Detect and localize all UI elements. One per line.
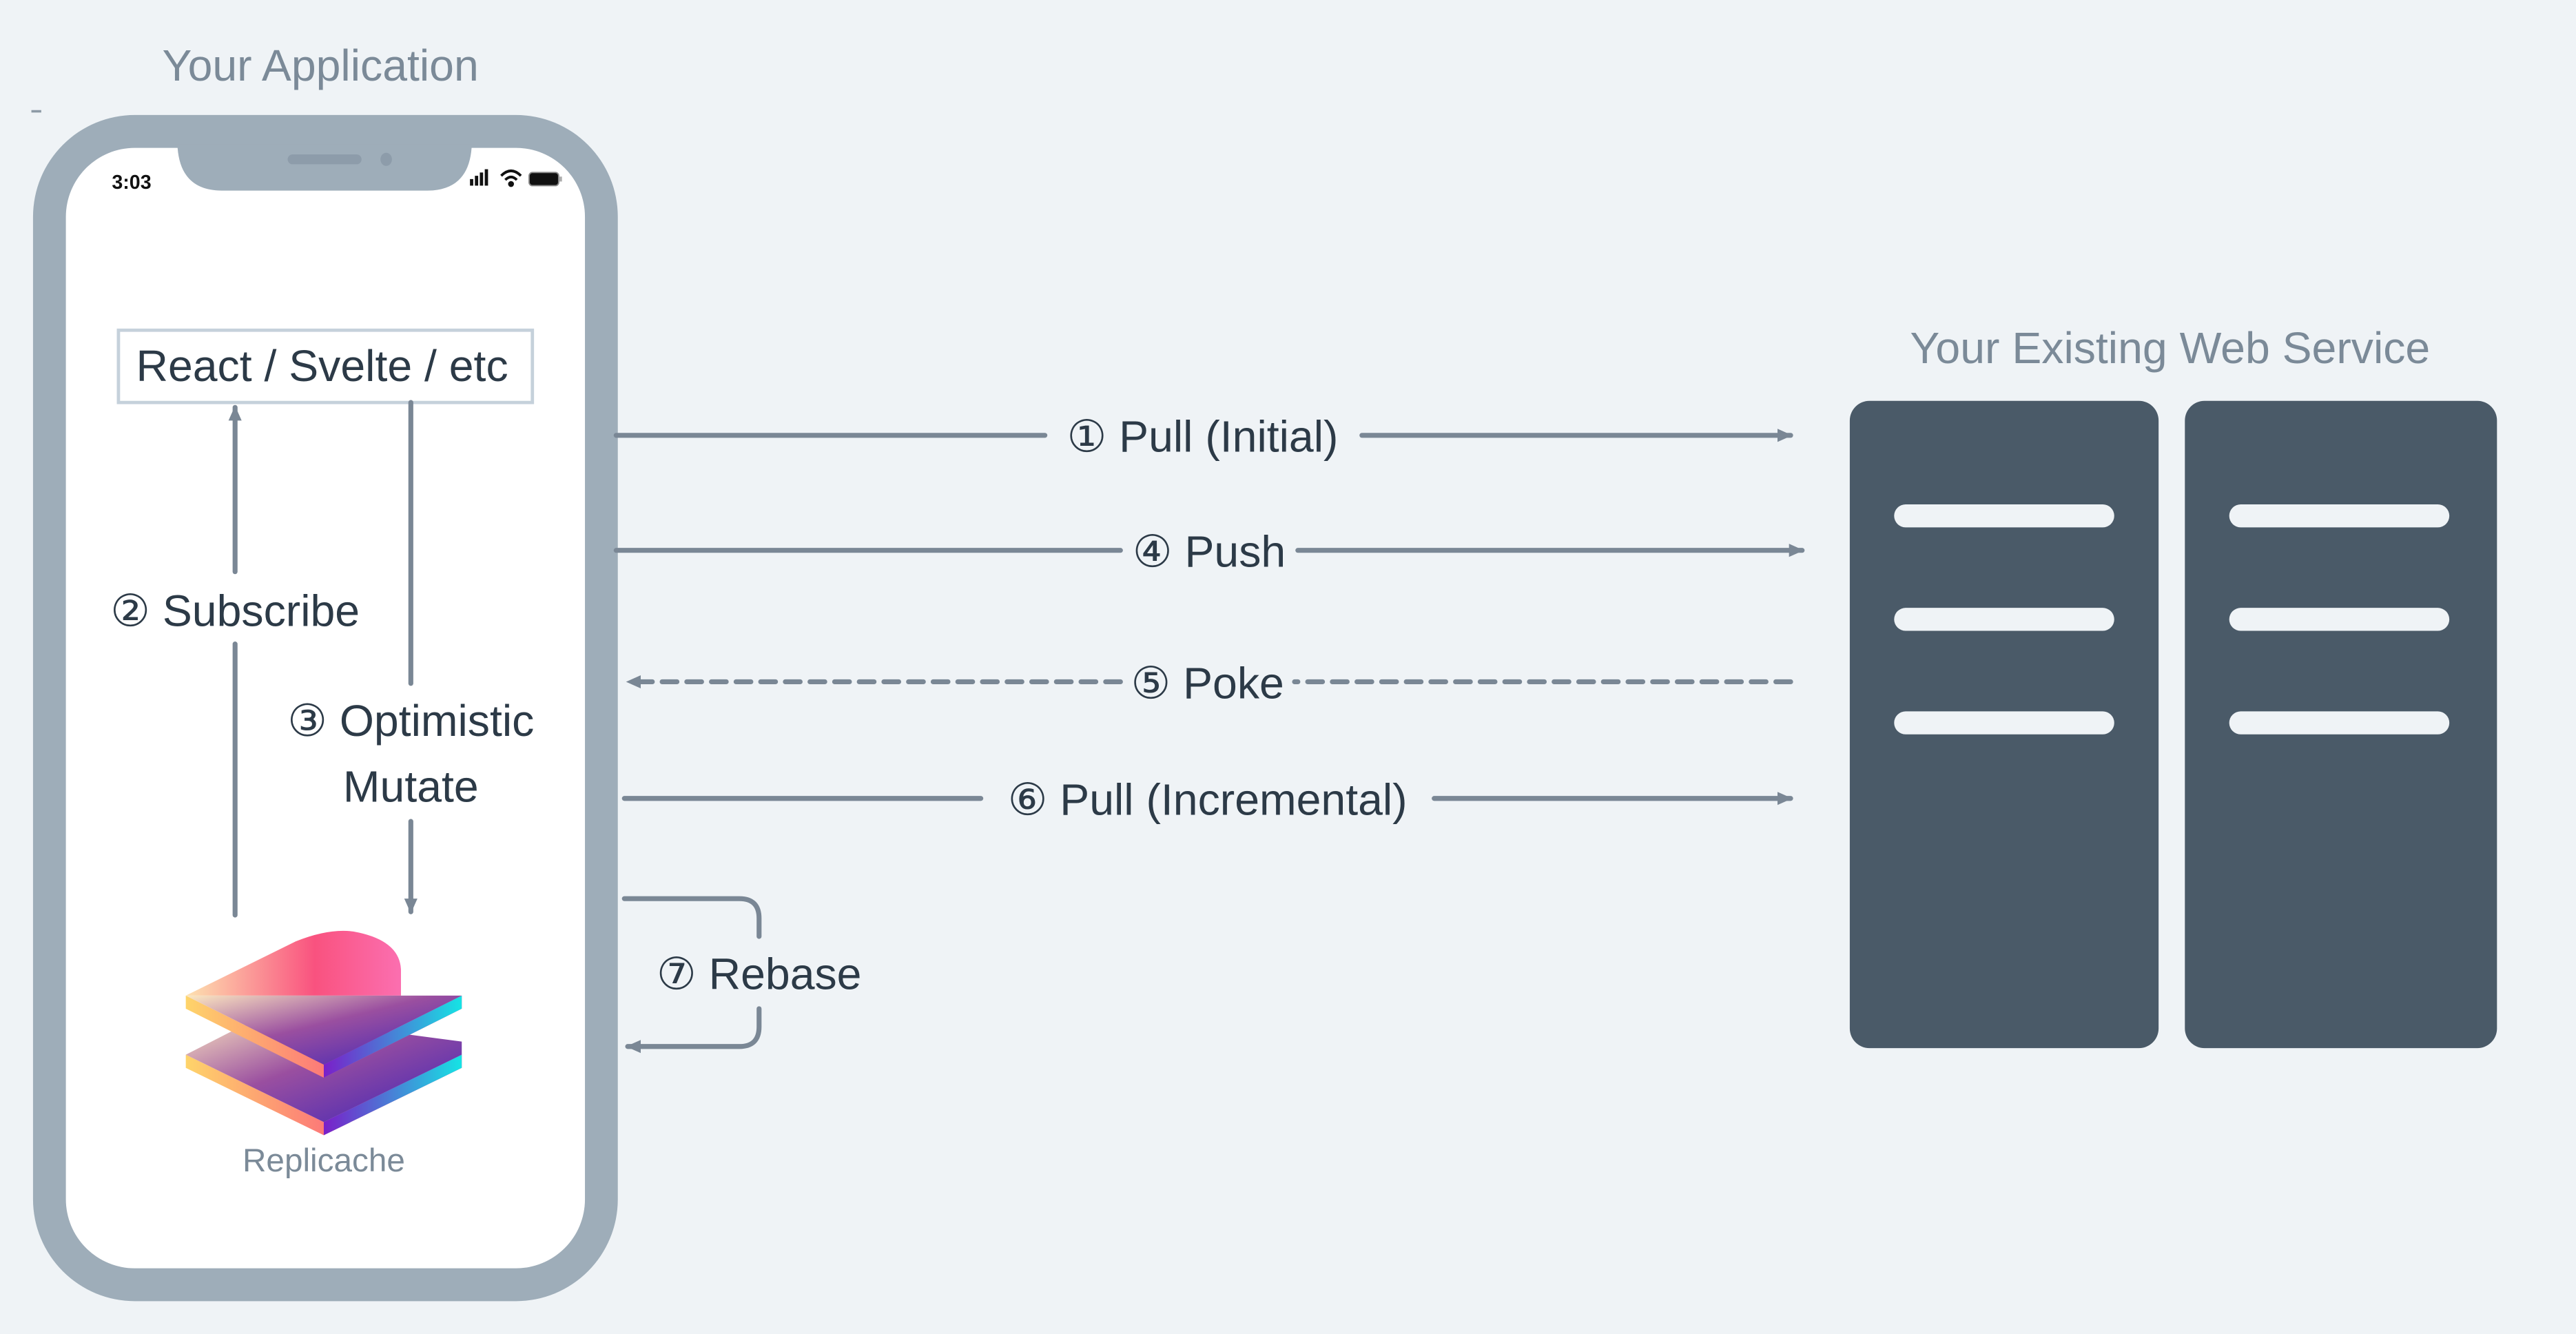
replicache-logo <box>185 930 462 1136</box>
mutate-label-line1: ③ Optimistic <box>287 696 534 746</box>
wifi-icon <box>500 170 522 187</box>
pull-incremental-label: ⑥ Pull (Incremental) <box>1008 775 1408 825</box>
app-title: Your Application <box>163 41 479 90</box>
flow-rebase: ⑦ Rebase <box>621 896 861 1054</box>
poke-label: ⑤ Poke <box>1131 658 1284 708</box>
speaker-icon <box>287 154 362 165</box>
status-time: 3:03 <box>112 172 151 194</box>
cellular-signal-icon <box>470 169 488 186</box>
battery-icon <box>528 172 562 187</box>
push-label: ④ Push <box>1133 527 1286 577</box>
ui-framework-label: React / Svelte / etc <box>136 341 508 391</box>
phone-screen <box>65 147 586 1269</box>
phone-mockup: 3:03 React / Svelte / etc ② Subscribe ③ … <box>32 114 618 1302</box>
server-icon <box>1849 400 2497 1049</box>
ui-framework-box <box>116 328 535 404</box>
camera-icon <box>380 152 392 166</box>
mutate-label-line2: Mutate <box>343 762 479 812</box>
phone-notch <box>174 144 475 191</box>
replicache-label: Replicache <box>243 1142 405 1179</box>
flow-push: ④ Push <box>613 527 1805 577</box>
server-title: Your Existing Web Service <box>1910 323 2430 373</box>
flow-pull-incremental: ⑥ Pull (Incremental) <box>621 775 1793 825</box>
flow-poke: ⑤ Poke <box>625 658 1793 708</box>
flow-pull-initial: ① Pull (Initial) <box>613 412 1793 462</box>
stray-mark <box>31 110 41 113</box>
subscribe-label: ② Subscribe <box>110 586 360 635</box>
rebase-label: ⑦ Rebase <box>657 949 861 998</box>
pull-initial-label: ① Pull (Initial) <box>1067 412 1339 462</box>
